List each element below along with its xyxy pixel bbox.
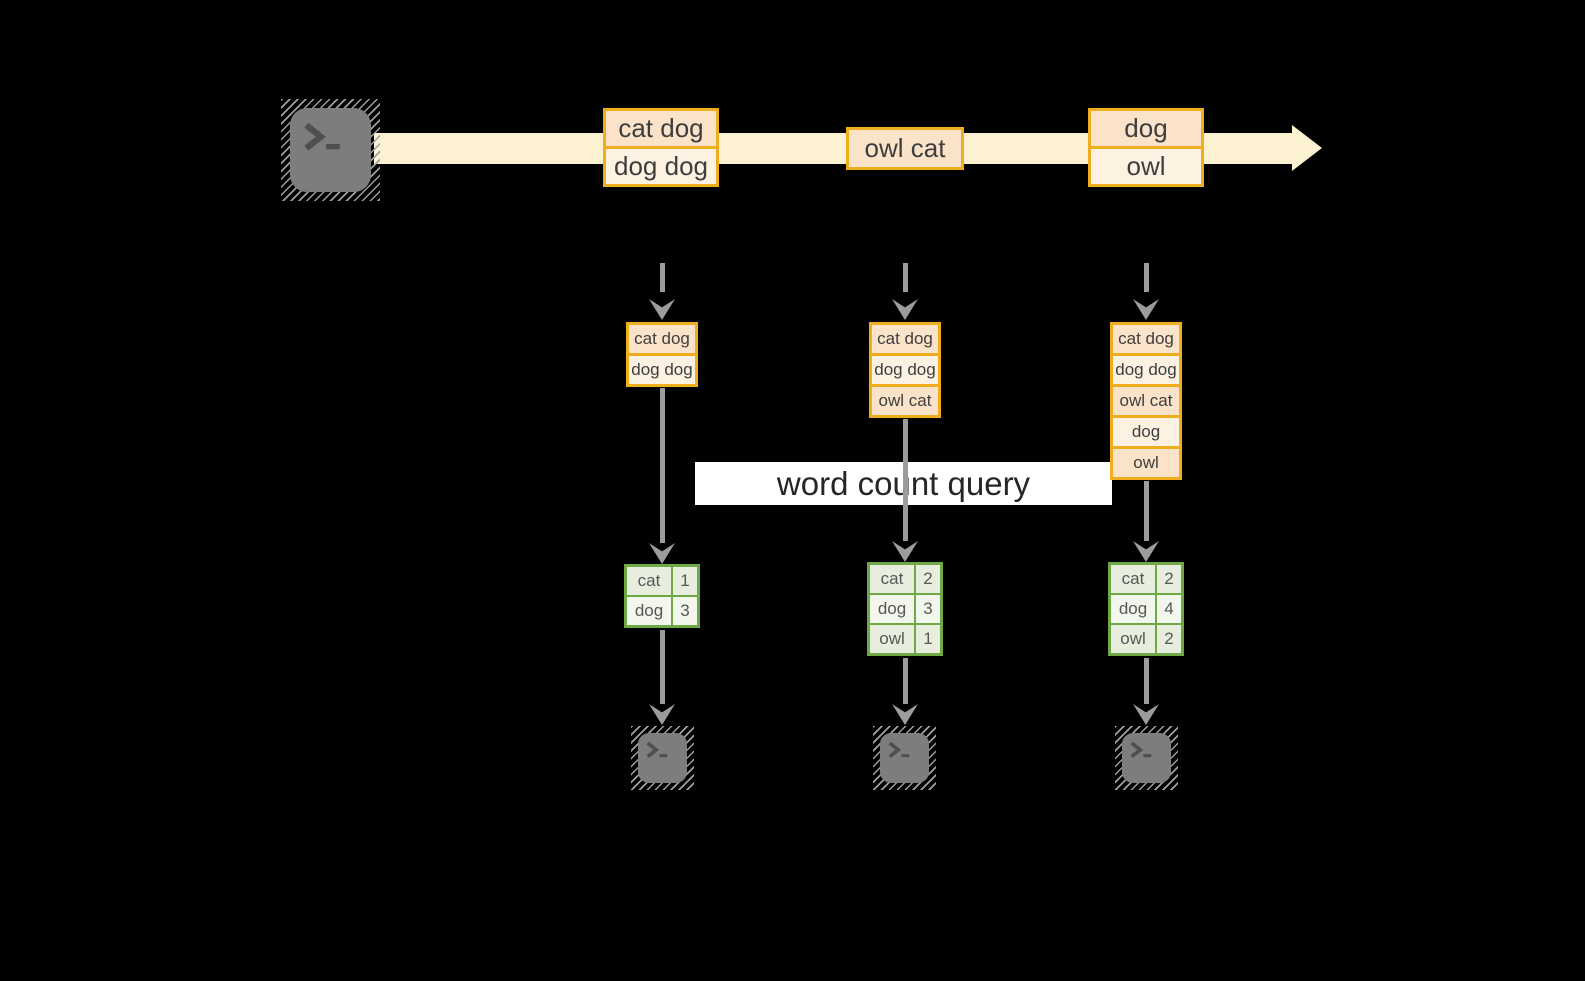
word-cell: dog [1111,595,1155,623]
terminal-prompt-icon [888,741,910,759]
terminal-screen [1122,733,1171,783]
terminal-screen [638,733,687,783]
count-cell: 2 [916,565,940,593]
source-terminal-icon [281,99,380,201]
word-cell: owl [1111,625,1155,653]
word-cell: cat [1111,565,1155,593]
count-cell: 2 [1157,565,1181,593]
terminal-screen [290,108,371,192]
record-line: cat dog [603,108,719,149]
arrow-head [1133,704,1159,725]
dashed-arrow-head [1133,299,1159,320]
arrow-shaft [660,388,665,543]
word-cell: cat [627,567,671,595]
arrow-head [892,541,918,562]
buffer-record: dog dog [869,353,941,387]
arrow-head [649,704,675,725]
dashed-arrow-head [892,299,918,320]
buffer-record: dog [1110,415,1182,449]
count-table-3: cat 2 dog 4 owl 2 [1108,562,1184,656]
arrow-head [1133,541,1159,562]
count-table-1: cat 1 dog 3 [624,564,700,628]
dashed-arrow-shaft [903,263,908,292]
buffer-record: cat dog [626,322,698,356]
record-line: owl [1088,146,1204,187]
terminal-prompt-icon [1130,741,1152,759]
arrow-head [649,543,675,564]
arrow-head [892,704,918,725]
word-cell: owl [870,625,914,653]
arrow-shaft [903,658,908,704]
count-cell: 3 [916,595,940,623]
terminal-prompt-icon [646,741,668,759]
sink-terminal-icon [631,726,694,790]
arrow-shaft [1144,658,1149,704]
word-cell: cat [870,565,914,593]
arrow-shaft [660,630,665,704]
sink-terminal-icon [873,726,936,790]
arrow-shaft [1144,481,1149,541]
stream-arrow-head [1292,125,1322,171]
stream-record-3: dog owl [1088,108,1204,187]
count-table-2: cat 2 dog 3 owl 1 [867,562,943,656]
dashed-arrow-head [649,299,675,320]
record-line: dog [1088,108,1204,149]
arrow-shaft [903,419,908,541]
stream-record-1: cat dog dog dog [603,108,719,187]
buffer-record: owl cat [1110,384,1182,418]
count-cell: 3 [673,597,697,625]
sink-terminal-icon [1115,726,1178,790]
buffer-record: cat dog [1110,322,1182,356]
record-line: owl cat [846,127,964,170]
count-cell: 1 [916,625,940,653]
buffer-record: owl [1110,446,1182,480]
count-cell: 2 [1157,625,1181,653]
word-cell: dog [627,597,671,625]
stream-record-2: owl cat [846,127,964,170]
count-cell: 1 [673,567,697,595]
terminal-screen [880,733,929,783]
buffer-record: cat dog [869,322,941,356]
terminal-prompt-icon [304,122,340,151]
buffer-record: dog dog [1110,353,1182,387]
dashed-arrow-shaft [1144,263,1149,292]
count-cell: 4 [1157,595,1181,623]
buffer-stack-1: cat dog dog dog [626,322,698,387]
buffer-record: owl cat [869,384,941,418]
buffer-stack-2: cat dog dog dog owl cat [869,322,941,418]
dashed-arrow-shaft [660,263,665,292]
buffer-record: dog dog [626,353,698,387]
record-line: dog dog [603,146,719,187]
word-cell: dog [870,595,914,623]
buffer-stack-3: cat dog dog dog owl cat dog owl [1110,322,1182,480]
